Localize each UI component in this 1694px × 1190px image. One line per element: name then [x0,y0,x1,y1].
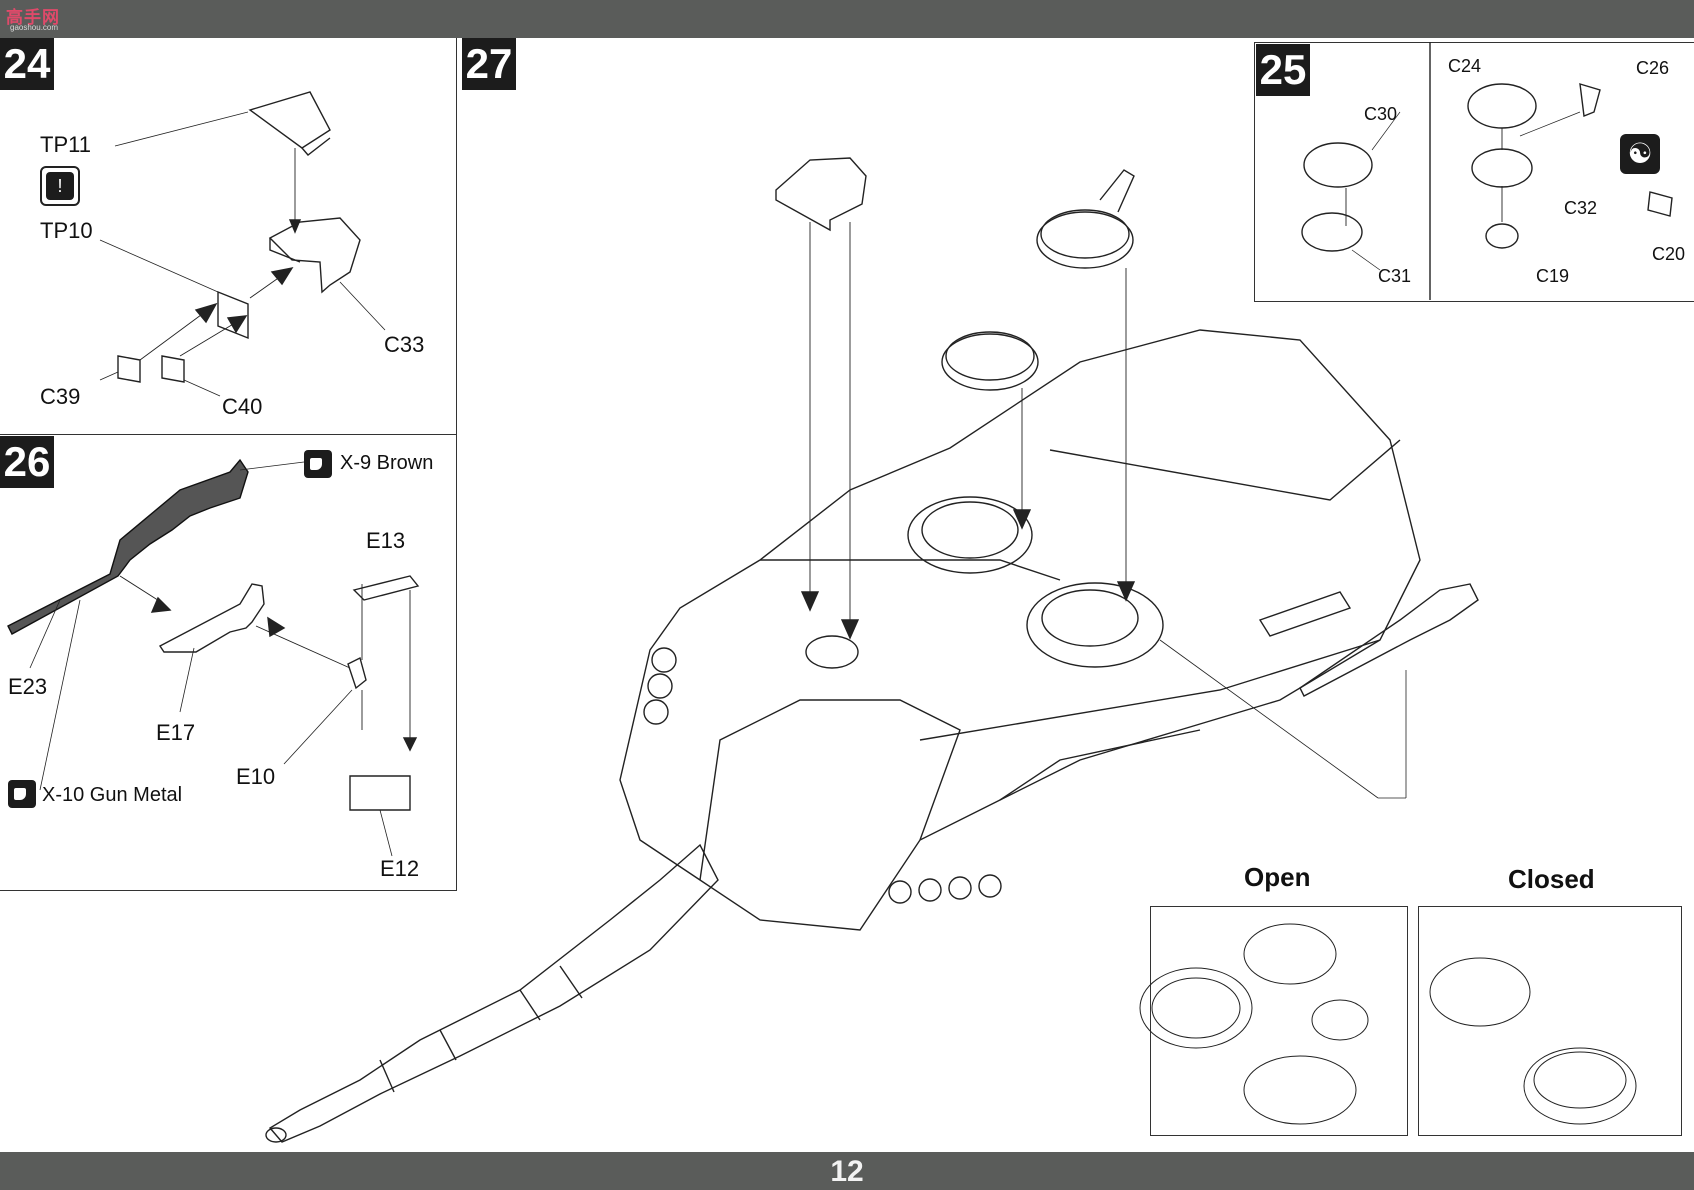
hatch-lid-left [941,331,1039,530]
label-e23: E23 [8,674,48,699]
yin-yang-icon: ☯ [1620,134,1660,174]
paint-icon [304,450,332,478]
step-26-panel [0,434,457,891]
label-e17: E17 [156,720,196,745]
label-c20: C20 [1652,244,1686,264]
smoke-dischargers [643,647,1002,904]
label-e10: E10 [236,764,276,789]
state-closed-title: Closed [1508,864,1595,894]
step-25-panel [1254,42,1694,302]
closed-detail-art [1429,957,1637,1125]
footer-band [0,1152,1694,1190]
c39-part [99,302,218,383]
e10-part [283,584,367,765]
label-c32: C32 [1564,198,1598,218]
step-25-badge: 25 [1256,44,1310,96]
closed-detail-frame [1418,906,1682,1136]
label-tp11: TP11 [40,132,91,157]
label-c30: C30 [1364,104,1398,124]
step25-hatch-a [1301,111,1401,271]
c33-part [268,148,386,331]
step-24-panel [0,38,457,435]
site-logo: 高手网 gaoshou.com [4,3,74,33]
cupola-left [907,496,1033,574]
turret-body [619,329,1421,931]
step-26-badge: 26 [0,436,54,488]
e12-part [349,775,411,857]
tp11-part [114,91,331,156]
tp10-part [99,239,249,340]
label-c40: C40 [222,394,263,419]
label-c33: C33 [384,332,425,357]
step25-hatch-b [1467,83,1673,249]
warning-icon: ! [40,166,80,206]
label-c19: C19 [1536,266,1570,286]
c40-part [161,266,294,397]
step-24-badge: 24 [0,38,54,90]
step-27-badge: 27 [462,38,516,90]
label-c26: C26 [1636,58,1670,78]
page-number: 12 [830,1155,864,1188]
label-c24: C24 [1448,56,1482,76]
turret-mg [1159,583,1479,799]
paint-brown: X-9 Brown [340,452,434,474]
periscope-cover [775,157,867,640]
open-detail-art [1139,923,1369,1125]
paint-icon-gunmetal [8,780,36,808]
logo-url: gaoshou.com [10,23,59,32]
label-e13: E13 [366,528,406,553]
label-tp10: TP10 [40,218,93,243]
hatch-small [805,635,859,669]
state-open-title: Open [1244,862,1311,892]
paint-gunmetal: X-10 Gun Metal [42,784,183,806]
gun-barrel [265,843,719,1143]
label-c31: C31 [1378,266,1412,286]
cupola-right [1026,582,1164,668]
header-band [0,0,1694,38]
machine-gun-part [7,458,305,791]
label-c39: C39 [40,384,81,409]
e13-part [352,575,420,752]
e17-part [158,583,351,713]
hatch-lid-right [1036,169,1136,602]
open-detail-frame [1150,906,1408,1136]
label-e12: E12 [380,856,420,881]
logo-text: 高手网 [6,8,60,27]
